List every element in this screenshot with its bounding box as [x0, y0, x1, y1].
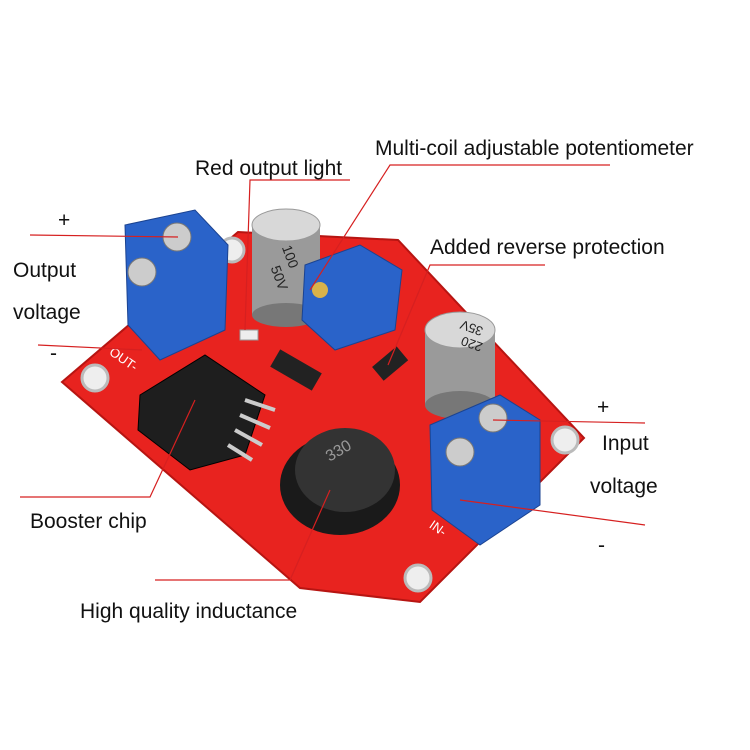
reverse-protection-label: Added reverse protection: [430, 236, 665, 259]
red-output-light-label: Red output light: [195, 157, 343, 180]
mount-hole: [403, 563, 433, 593]
booster-chip-label: Booster chip: [30, 510, 147, 533]
mount-hole: [550, 425, 580, 455]
callout-lines: [20, 164, 646, 581]
input-voltage-label-line2: voltage: [590, 475, 658, 498]
input-plus-label: +: [597, 396, 610, 419]
output-led: [239, 329, 259, 341]
inductor: 330: [280, 428, 400, 535]
potentiometer: [301, 244, 403, 351]
inductance-label: High quality inductance: [80, 600, 298, 623]
output-plus-label: +: [58, 209, 71, 232]
input-voltage-label-line1: Input: [602, 432, 649, 455]
output-voltage-label-line1: Output: [13, 259, 77, 282]
mount-hole: [80, 363, 110, 393]
schottky-diode: [270, 349, 322, 391]
booster-chip: [137, 354, 276, 471]
reverse-protection-diode: [372, 346, 409, 381]
output-voltage-label-line2: voltage: [13, 301, 81, 324]
output-terminal-block: [124, 209, 229, 361]
cap2-value: 220: [459, 333, 485, 355]
capacitor-220uf: 220 35V: [424, 311, 496, 419]
output-minus-label: -: [50, 342, 57, 365]
potentiometer-label: Multi-coil adjustable potentiometer: [375, 137, 694, 160]
cap1-value: 100: [279, 243, 302, 271]
input-minus-label: -: [598, 534, 605, 557]
